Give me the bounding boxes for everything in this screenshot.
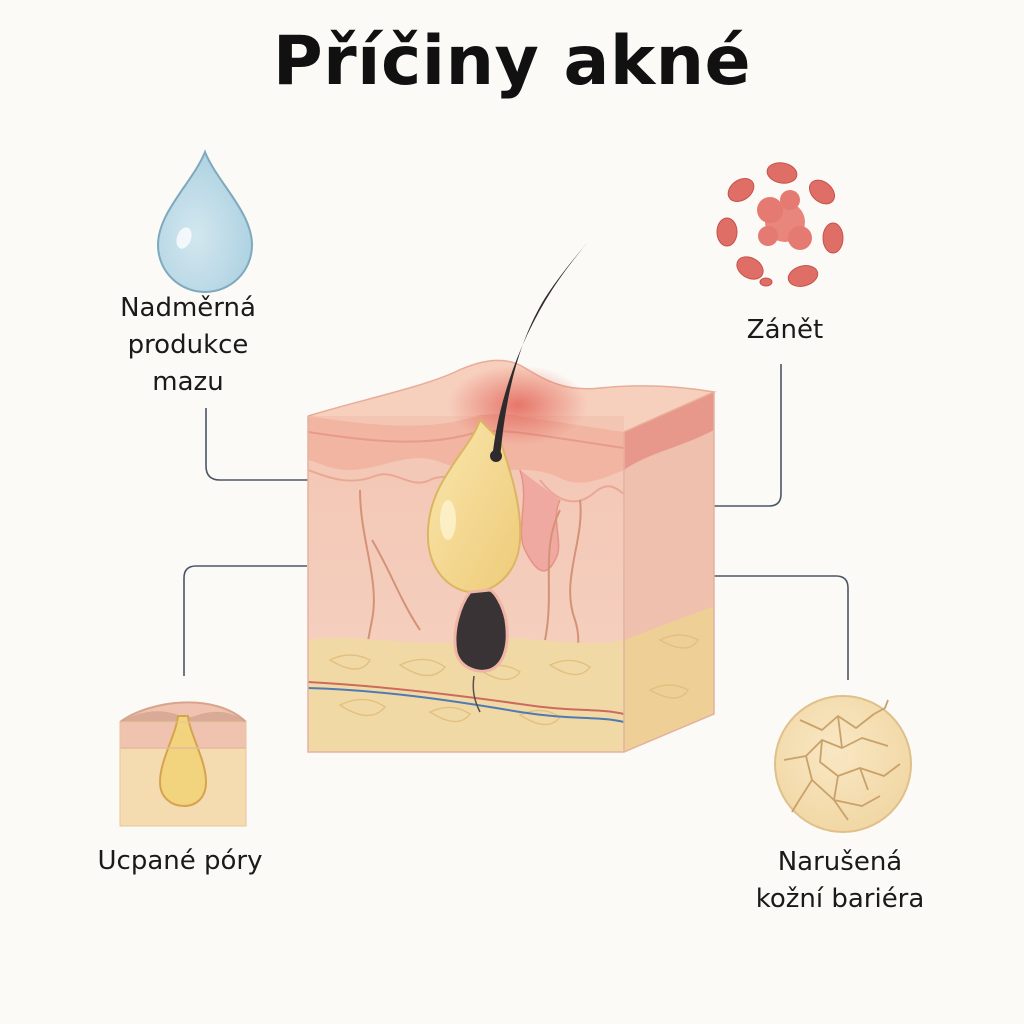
label-clogged-pores: Ucpané póry <box>97 846 263 876</box>
label-line: produkce <box>127 330 249 360</box>
connector-barrier <box>712 575 849 680</box>
label-inflammation: Zánět <box>746 315 824 345</box>
page-title: Příčiny akné <box>272 22 752 101</box>
connector-pores <box>183 565 307 676</box>
oil-drop-icon <box>156 149 254 294</box>
label-line: Narušená <box>777 847 903 877</box>
label-line: Nadměrná <box>120 293 256 323</box>
label-sebum-production: Nadměrná produkce mazu <box>88 290 288 401</box>
label-skin-barrier: Narušená kožní bariéra <box>720 844 960 918</box>
connector-inflammation <box>712 364 782 507</box>
clogged-pore-icon <box>119 701 247 827</box>
connector-lines <box>183 364 849 680</box>
inflammation-cells-icon <box>716 162 844 287</box>
cracked-skin-icon <box>774 695 912 833</box>
connector-sebum <box>205 408 310 481</box>
label-line: kožní bariéra <box>755 884 925 914</box>
label-line: mazu <box>152 367 224 397</box>
skin-cross-section <box>307 242 717 753</box>
